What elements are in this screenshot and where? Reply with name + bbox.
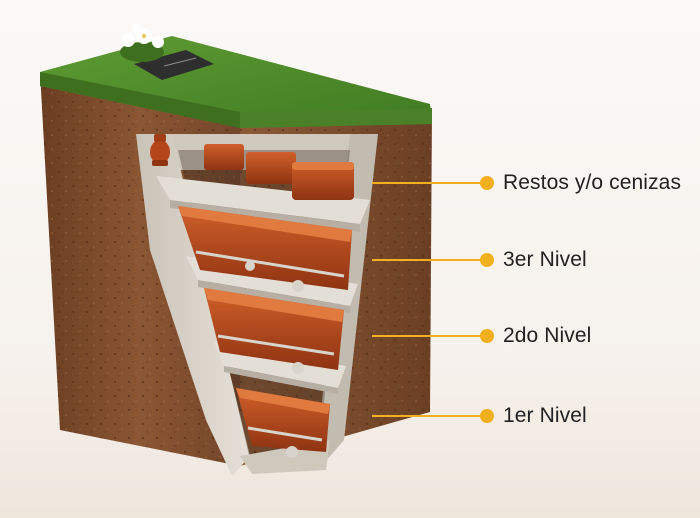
callout-level-1: 1er Nivel bbox=[372, 403, 700, 429]
callout-line bbox=[372, 335, 484, 337]
coffin-level-3 bbox=[178, 206, 352, 292]
grave-plaque-icon bbox=[134, 50, 214, 80]
callout-dot bbox=[480, 176, 494, 190]
callout-line bbox=[372, 415, 484, 417]
urn-icon bbox=[150, 134, 170, 166]
remains-chests bbox=[204, 144, 354, 200]
coffin-level-1 bbox=[236, 388, 330, 458]
callout-line bbox=[372, 259, 484, 261]
callout-label-ashes: Restos y/o cenizas bbox=[503, 171, 682, 194]
callout-dot bbox=[480, 253, 494, 267]
coffin-level-2 bbox=[204, 288, 344, 374]
callout-label-level-3: 3er Nivel bbox=[503, 248, 587, 271]
callout-level-2: 2do Nivel bbox=[372, 323, 700, 349]
callout-level-3: 3er Nivel bbox=[372, 247, 700, 273]
callout-dot bbox=[480, 329, 494, 343]
callout-label-level-2: 2do Nivel bbox=[503, 324, 592, 347]
flower-bouquet-icon bbox=[120, 23, 164, 62]
callout-line bbox=[372, 182, 484, 184]
callout-ashes: Restos y/o cenizas bbox=[372, 170, 700, 196]
callout-dot bbox=[480, 409, 494, 423]
callout-label-level-1: 1er Nivel bbox=[503, 404, 587, 427]
